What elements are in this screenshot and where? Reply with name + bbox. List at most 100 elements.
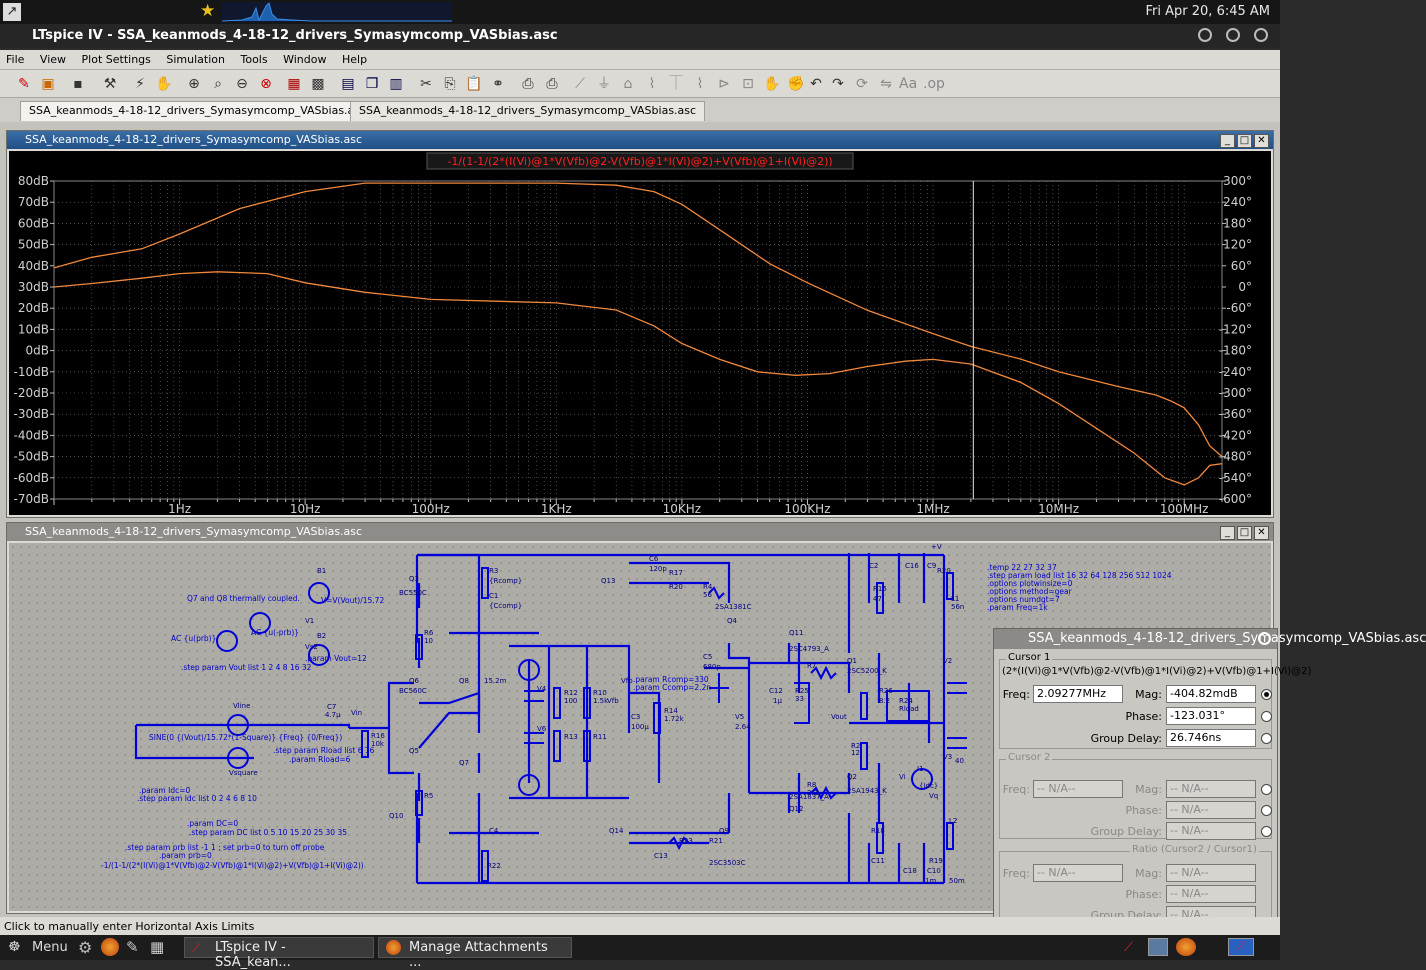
component-label[interactable]: V4	[537, 685, 547, 693]
component-label[interactable]: R18	[871, 827, 885, 835]
component-label[interactable]: R14	[664, 707, 678, 715]
component-label[interactable]: R3	[489, 567, 498, 575]
schematic-canvas[interactable]: Q7 and Q8 thermally coupled.V=V(Vout)/15…	[9, 543, 1271, 911]
component-label[interactable]: R24	[899, 697, 913, 705]
spice-directive[interactable]: .param Freq=1k	[987, 603, 1048, 612]
cursor1-gd-radio[interactable]	[1261, 733, 1272, 744]
redo-icon[interactable]: ↷	[832, 76, 844, 92]
wire-icon[interactable]: ⟋	[575, 76, 585, 92]
menu-window[interactable]: Window	[283, 53, 327, 66]
run-icon[interactable]: ⚡	[135, 76, 145, 92]
component-label[interactable]: Q8	[459, 677, 469, 685]
cursor-dialog-titlebar[interactable]: SSA_keanmods_4-18-12_drivers_Symasymcomp…	[994, 629, 1426, 649]
tab-plot[interactable]: SSA_keanmods_4-18-12_drivers_Symasymcomp…	[20, 101, 376, 121]
start-menu-button[interactable]: Menu	[32, 940, 68, 955]
schematic-close-button[interactable]: ✕	[1254, 526, 1269, 540]
spice-directive[interactable]: Q7 and Q8 thermally coupled.	[187, 594, 300, 603]
open-file-icon[interactable]: ▣	[41, 76, 55, 92]
schematic-restore-button[interactable]: □	[1237, 526, 1252, 540]
component-label[interactable]: 47	[873, 595, 882, 603]
new-schematic-icon[interactable]: ✎	[18, 76, 30, 92]
spice-directive[interactable]: .param Rcomp=330	[633, 675, 709, 684]
cut-icon[interactable]: ✂	[420, 76, 432, 92]
component-label[interactable]: Q2	[847, 773, 857, 781]
component-label[interactable]: Q5	[409, 747, 419, 755]
component-label[interactable]: 56n	[951, 603, 964, 611]
cursor1-phase-field[interactable]: -123.031°	[1166, 707, 1256, 725]
component-label[interactable]: R12	[564, 689, 578, 697]
component-label[interactable]: C10	[927, 867, 941, 875]
component-label[interactable]: V1	[305, 617, 314, 625]
component-label[interactable]: 2SA1943_K	[847, 787, 887, 795]
app-launcher-icon[interactable]: ↗	[3, 3, 21, 21]
component-label[interactable]: 8.2	[879, 697, 890, 705]
component-label[interactable]: C18	[903, 867, 917, 875]
component-label[interactable]: Vin	[351, 709, 362, 717]
component-label[interactable]: R10	[593, 689, 607, 697]
component-label[interactable]: C5	[703, 653, 712, 661]
mirror-icon[interactable]: ⇋	[880, 76, 892, 92]
component-label[interactable]: Q7	[459, 759, 469, 767]
component-label[interactable]: Rload	[899, 705, 919, 713]
zoom-area-icon[interactable]: ⌕	[214, 76, 222, 92]
spice-directive[interactable]: .step param Rload list 6 16	[273, 746, 375, 755]
component-label[interactable]: Q4	[727, 617, 738, 625]
paste-icon[interactable]: 📋	[465, 76, 483, 92]
spice-directive[interactable]: .param Vout=12	[305, 654, 367, 663]
component-label[interactable]: 50m	[949, 877, 965, 885]
spice-directive[interactable]: .options method=gear	[987, 587, 1073, 596]
spice-directive[interactable]: .param DC=0	[187, 819, 238, 828]
component-label[interactable]: 2.64	[735, 723, 751, 731]
component-label[interactable]: L1	[951, 595, 959, 603]
component-label[interactable]: C1	[489, 592, 498, 600]
component-label[interactable]: I1	[917, 765, 924, 773]
component-label[interactable]: BC560C	[399, 687, 427, 695]
component-label[interactable]: 2SC5200_K	[847, 667, 887, 675]
component-label[interactable]: R20	[937, 567, 951, 575]
control-panel-icon[interactable]: ⚒	[103, 76, 117, 92]
component-label[interactable]: 2.2	[807, 789, 818, 797]
zoom-out-icon[interactable]: ⊖	[236, 76, 248, 92]
component-label[interactable]: C13	[654, 852, 668, 860]
component-label[interactable]: R25	[795, 687, 809, 695]
spice-directive[interactable]: .step param prb list -1 1 ; set prb=0 to…	[125, 843, 325, 852]
component-label[interactable]: R13	[564, 733, 578, 741]
resistor-icon[interactable]: ⌇	[648, 76, 656, 92]
component-label[interactable]: 2SA1381C	[715, 603, 752, 611]
component-label[interactable]: {Ccomp}	[489, 602, 522, 610]
component-label[interactable]: 33	[795, 695, 804, 703]
component-label[interactable]: V3	[943, 753, 952, 761]
cursor1-phase-radio[interactable]	[1261, 711, 1272, 722]
menu-help[interactable]: Help	[341, 53, 368, 66]
menu-file[interactable]: File	[6, 53, 25, 66]
component-label[interactable]: Vline	[233, 702, 250, 710]
tab-schematic[interactable]: SSA_keanmods_4-18-12_drivers_Symasymcomp…	[350, 101, 706, 121]
component-icon[interactable]: ⊡	[742, 76, 754, 92]
component-label[interactable]: 100	[564, 697, 577, 705]
editor-launcher-icon[interactable]: ✎	[126, 938, 139, 956]
settings-launcher-icon[interactable]: ⚙	[78, 938, 93, 957]
component-label[interactable]: R2	[851, 742, 860, 750]
spice-directive[interactable]: .param Rload=6	[289, 755, 351, 764]
schematic-drawing[interactable]: Q7 and Q8 thermally coupled.V=V(Vout)/15…	[9, 543, 1271, 911]
tray-computer-icon[interactable]	[1148, 938, 1168, 956]
minimize-button[interactable]	[1198, 28, 1212, 42]
component-label[interactable]: 2SC4793_A	[789, 645, 829, 653]
component-label[interactable]: 40	[955, 757, 964, 765]
spice-directive[interactable]: .temp 22 27 32 37	[987, 563, 1057, 572]
tray-ltspice-icon[interactable]: ⟋	[1124, 940, 1134, 955]
component-label[interactable]: R19	[929, 857, 943, 865]
component-label[interactable]: Vfb	[621, 677, 633, 685]
component-label[interactable]: Q10	[389, 812, 403, 820]
calculator-launcher-icon[interactable]: ▦	[150, 938, 165, 956]
component-label[interactable]: B2	[317, 632, 326, 640]
component-label[interactable]: R20	[669, 583, 683, 591]
component-label[interactable]: Q6	[409, 677, 420, 685]
component-label[interactable]: C16	[905, 562, 919, 570]
menu-simulation[interactable]: Simulation	[166, 53, 225, 66]
drag-icon[interactable]: ✊	[787, 76, 805, 92]
component-label[interactable]: Q12	[789, 805, 803, 813]
component-label[interactable]: C9	[927, 562, 936, 570]
component-label[interactable]: R15	[873, 585, 887, 593]
